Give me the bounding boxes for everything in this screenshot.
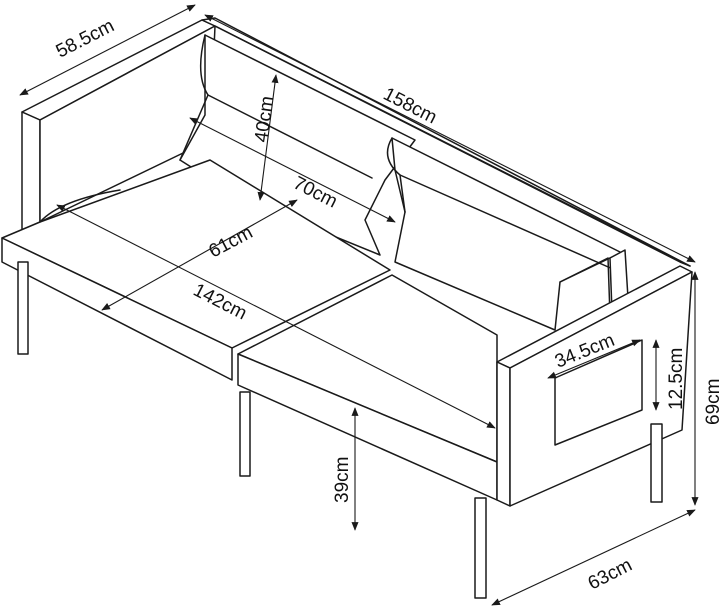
dim-63-line [491,509,696,606]
label-69: 69cm [703,379,720,425]
left-armrest-side [21,111,41,231]
dim-34-5-line [547,339,641,379]
right-armrest-outer [496,361,511,507]
label-58-5: 58.5cm [53,15,118,62]
leg-middle [239,391,251,477]
leg-back-right [650,423,663,503]
dim-58-5-line [19,4,196,96]
dim-142-line [56,204,496,429]
leg-front-left [17,261,29,355]
dimension-lines [19,4,699,606]
dim-158-line [204,14,696,263]
label-63: 63cm [585,555,636,595]
label-12-5: 12.5cm [666,348,687,410]
label-39: 39cm [332,457,353,503]
leg-front-right [474,497,487,599]
